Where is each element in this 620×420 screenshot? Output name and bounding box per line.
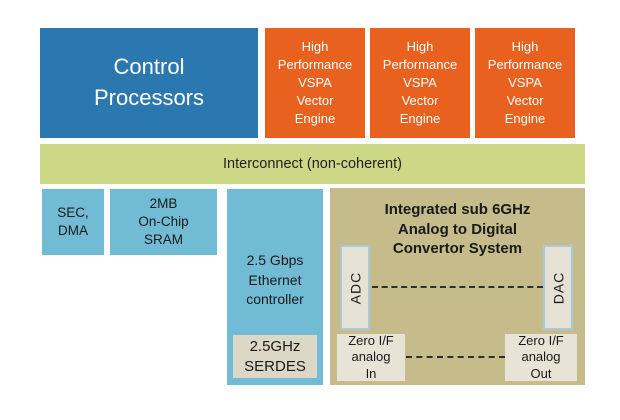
interconnect-bar: Interconnect (non-coherent): [40, 144, 585, 184]
serdes-block: 2.5GHz SERDES: [233, 335, 317, 378]
zero-if-analog-in-block: Zero I/F analog In: [337, 333, 405, 381]
zero-if-dashed-connector: [406, 356, 505, 358]
control-processors-block: Control Processors: [40, 28, 258, 138]
zero-if-analog-out-block: Zero I/F analog Out: [505, 333, 577, 381]
vspa-vector-engine-block-1: High Performance VSPA Vector Engine: [265, 28, 365, 138]
ethernet-controller-label: 2.5 Gbps Ethernet controller: [246, 252, 304, 308]
adc-system-block: Integrated sub 6GHz Analog to Digital Co…: [330, 188, 585, 385]
adc-block: ADC: [340, 245, 370, 330]
adc-system-title: Integrated sub 6GHz Analog to Digital Co…: [384, 201, 531, 257]
ethernet-controller-block: 2.5 Gbps Ethernet controller 2.5GHz SERD…: [227, 189, 323, 385]
adc-dac-dashed-connector: [372, 286, 543, 288]
vspa-vector-engine-block-3: High Performance VSPA Vector Engine: [475, 28, 575, 138]
adc-label: ADC: [347, 271, 363, 304]
dac-block: DAC: [543, 245, 573, 330]
vspa-vector-engine-block-2: High Performance VSPA Vector Engine: [370, 28, 470, 138]
dac-label: DAC: [550, 271, 566, 304]
sram-block: 2MB On-Chip SRAM: [110, 189, 217, 255]
sec-dma-block: SEC, DMA: [42, 189, 104, 255]
